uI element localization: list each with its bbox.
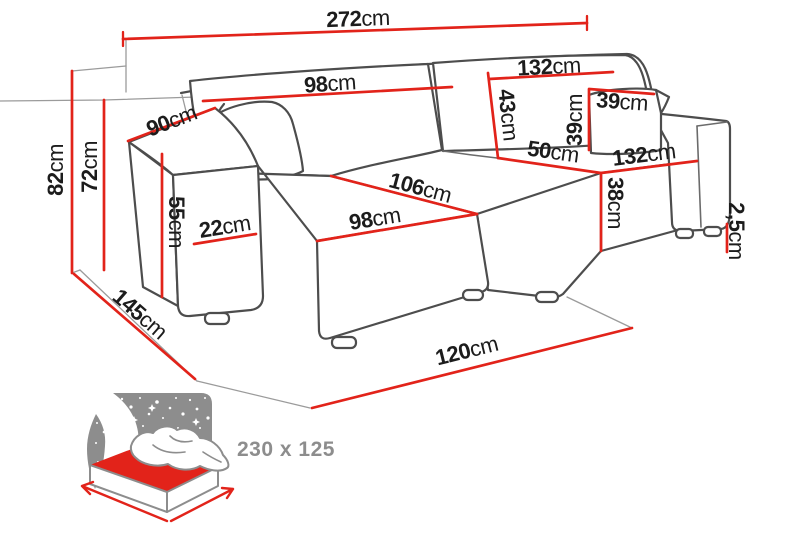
floor-front-edge: [196, 380, 311, 409]
dim-backrest-height-line: [486, 71, 500, 160]
label-back-height: 72cm: [77, 141, 102, 193]
foot: [534, 290, 560, 304]
label-leg-height: 2,5cm: [724, 202, 749, 259]
total-height-tick: [71, 65, 127, 72]
dim-pillow-width-line: [587, 87, 656, 96]
twinkle-star: [130, 416, 138, 424]
dimension-lines: [70, 14, 729, 410]
dim-total-depth-line: [72, 272, 197, 381]
armrest-right-front-seam: [696, 125, 702, 228]
label-pillow-height: 39cm: [562, 94, 587, 146]
twinkle-star: [192, 418, 200, 426]
label-pillow-width: 39cm: [595, 87, 648, 116]
label-armrest-height: 55cm: [164, 196, 189, 248]
dim-overall-width-line: [121, 21, 589, 41]
bed-mattress-top: [90, 442, 218, 492]
label-backrest-height: 43cm: [494, 88, 524, 142]
label-armrest-width: 22cm: [197, 210, 252, 243]
dim-armrest-width-line: [192, 232, 258, 246]
bed-duvet: [129, 425, 230, 472]
pillow-right: [587, 87, 671, 156]
label-backrest-left-width: 98cm: [303, 69, 356, 98]
foot: [461, 288, 485, 302]
dim-chaise-length-line: [329, 174, 479, 216]
sofa-feet: [203, 225, 723, 350]
dim-right-seat-width-line: [599, 159, 699, 175]
label-backrest-right-width: 132cm: [517, 52, 582, 80]
sleeping-area-label: 230 x 125: [237, 438, 335, 461]
dim-backrest-left-line: [201, 85, 454, 103]
chaise-right-flank: [475, 171, 603, 299]
label-chaise-front-width: 98cm: [347, 202, 402, 235]
dim-seat-depth-line: [496, 156, 603, 175]
label-seat-front-height: 38cm: [603, 177, 628, 229]
label-total-height: 82cm: [43, 144, 68, 196]
sleeping-function-icon: 230 x 125: [80, 393, 335, 523]
length-arrow: [169, 486, 235, 523]
seat-seam-right: [442, 150, 498, 159]
bed-mattress-right-face: [166, 466, 219, 513]
foot: [702, 225, 723, 238]
floor-right-edge: [566, 296, 633, 329]
armrest-right-top-seam: [696, 121, 728, 127]
label-overall-width: 272cm: [326, 5, 390, 32]
duvet-fold: [152, 444, 186, 454]
foot: [330, 335, 358, 350]
duvet-fold: [169, 435, 193, 443]
width-arrow: [80, 480, 169, 523]
dim-chaise-front-width-line: [315, 212, 479, 243]
dim-backrest-right-line: [487, 70, 615, 81]
dim-front-clearance-line: [310, 326, 634, 410]
twinkle-star: [148, 404, 156, 412]
dimension-labels: 272cm 98cm 132cm 43cm 39cm 39cm 50cm 132…: [43, 5, 749, 370]
duvet-fold: [202, 451, 222, 463]
foot: [674, 227, 695, 240]
back-height-tick: [0, 96, 197, 102]
label-right-seat-width: 132cm: [611, 138, 677, 171]
dim-armrest-depth-line: [126, 106, 217, 143]
pillow-right-fold: [654, 88, 663, 115]
label-seat-depth: 50cm: [526, 135, 581, 167]
foot: [203, 311, 231, 326]
